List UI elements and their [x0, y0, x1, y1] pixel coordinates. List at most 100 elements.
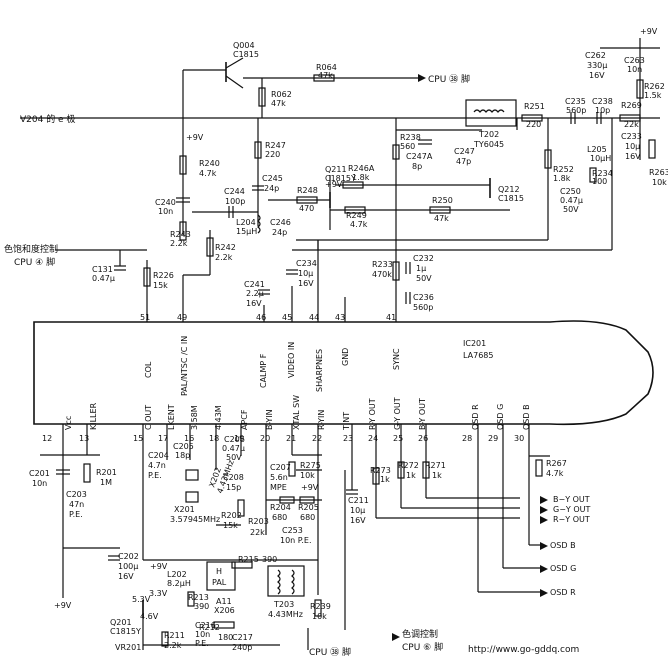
- c232-ref: C232: [413, 254, 434, 263]
- c232-volt: 50V: [416, 274, 432, 283]
- c240-ref: C240: [155, 198, 176, 207]
- pin24-name: R-Y OUT: [368, 398, 377, 430]
- r246a-ref: R246A: [348, 164, 375, 173]
- r204-val: 680: [272, 513, 287, 522]
- volt-33: 3.3V: [149, 589, 168, 598]
- c204-val: 4.7n: [148, 461, 166, 470]
- c208-val: 15p: [226, 483, 241, 492]
- c241-ref: C241: [244, 280, 265, 289]
- r212-val: 180: [218, 633, 233, 642]
- r212-ref: R212: [199, 623, 220, 632]
- r238-ref: R238: [400, 133, 421, 142]
- r203-ref: R203: [248, 517, 269, 526]
- pin25-name: G-Y OUT: [393, 397, 402, 430]
- r248-val: 470: [299, 204, 314, 213]
- pin12-name: Vcc: [64, 416, 73, 430]
- r252-val: 1.8k: [553, 174, 571, 183]
- r215-val: 390: [262, 555, 277, 564]
- c202-ref: C202: [118, 552, 139, 561]
- c211-ref: C211: [348, 496, 369, 505]
- pin13-num: 13: [79, 434, 89, 443]
- c131-val: 0.47μ: [92, 274, 115, 283]
- c245-val: 24p: [264, 184, 279, 193]
- pin21-name: XTAL SW: [292, 395, 301, 430]
- arrowheads: [392, 74, 548, 641]
- r240-ref: R240: [199, 159, 220, 168]
- pin21-num: 21: [286, 434, 296, 443]
- watermark-url: http://www.go-gddq.com: [468, 645, 579, 655]
- r251-val: 220: [526, 120, 541, 129]
- l202-val: 8.2μH: [167, 579, 191, 588]
- c216-val: 10n: [195, 630, 210, 639]
- r234-ref: R234: [592, 169, 613, 178]
- r250-val: 47k: [434, 214, 449, 223]
- r272-val: 1k: [406, 471, 416, 480]
- net-tint-1: 色调控制: [402, 628, 438, 640]
- c263-ref: C263: [624, 56, 645, 65]
- l205-ref: L205: [587, 145, 607, 154]
- pin28-num: 28: [462, 434, 472, 443]
- c202-val: 100μ: [118, 562, 138, 571]
- r262-ref: R262: [644, 82, 665, 91]
- c204-pe: P.E.: [148, 471, 162, 480]
- ic201-body: IC201 LA7685: [33, 320, 654, 426]
- q201-part: C1815Y: [110, 627, 141, 636]
- pin29-name: OSD G: [496, 404, 505, 430]
- c246-ref: C246: [270, 218, 291, 227]
- r233-ref: R233: [372, 260, 393, 269]
- r243-val: 2.2k: [170, 239, 188, 248]
- net-tint-2: CPU ⑥ 脚: [402, 642, 443, 653]
- volt-46: 4.6V: [140, 612, 159, 621]
- q201-transistor: Q201 C1815Y: [110, 600, 144, 636]
- pin15-num: 15: [133, 434, 143, 443]
- c206-ref: C206: [224, 435, 245, 444]
- pin13-name: KILLER: [89, 402, 98, 430]
- c247-ref: C247: [454, 147, 475, 156]
- top-pins: 51 49 46 45 44 43 41 COL PAL/NTSC /C IN …: [140, 118, 401, 396]
- r250-ref: R250: [432, 196, 453, 205]
- c202-volt: 16V: [118, 572, 134, 581]
- c246-val: 24p: [272, 228, 287, 237]
- l204-val: 15μH: [236, 227, 257, 236]
- bottom-pins: 12 13 15 17 16 18 19 20 21 22 23 24 25 2…: [42, 395, 531, 598]
- net-sat-2: CPU ④ 脚: [14, 257, 55, 268]
- r249-val: 4.7k: [350, 220, 368, 229]
- c233-ref: C233: [621, 132, 642, 141]
- r242-val: 2.2k: [215, 253, 233, 262]
- r202-ref: R202: [221, 511, 242, 520]
- c244-ref: C244: [224, 187, 245, 196]
- q211-part: C1815Y: [325, 174, 356, 183]
- r211-val: 2.2k: [164, 641, 182, 650]
- c233-volt: 16V: [625, 152, 641, 161]
- pin46-num: 46: [256, 313, 266, 322]
- net-cpu38-top: CPU ㊳ 脚: [428, 74, 470, 85]
- c216-ref: C216: [195, 621, 216, 630]
- r273-ref: R273: [370, 466, 391, 475]
- net-9v-1: +9V: [186, 133, 204, 142]
- c262-val: 330μ: [587, 61, 607, 70]
- c235-ref: C235: [565, 97, 586, 106]
- r239-val: 10k: [312, 612, 327, 621]
- c201-val: 10n: [32, 479, 47, 488]
- r062-ref: R062: [271, 90, 292, 99]
- pin46-name: CALMP F: [259, 353, 268, 388]
- pin25-num: 25: [393, 434, 403, 443]
- pin22-name: R-YIN: [317, 410, 326, 430]
- c263-val: 10n: [627, 65, 642, 74]
- c234-ref: C234: [296, 259, 317, 268]
- net-osdb: OSD B: [550, 541, 576, 550]
- r201-ref: R201: [96, 468, 117, 477]
- pin18-num: 18: [209, 434, 219, 443]
- c208-ref: C208: [223, 473, 244, 482]
- r242-ref: R242: [215, 243, 236, 252]
- c217-val: 240p: [232, 643, 252, 652]
- c232-val: 1μ: [416, 264, 426, 273]
- t202-val: TY6045: [473, 140, 504, 149]
- r249-ref: R249: [346, 211, 367, 220]
- bottom-wiring: [40, 454, 550, 650]
- c250-volt: 50V: [563, 205, 579, 214]
- r215-ref: R215: [238, 555, 259, 564]
- r267-ref: R267: [546, 459, 567, 468]
- pin16-name: 3.58M: [190, 405, 199, 430]
- q004-transistor: Q004 C1815: [225, 41, 259, 89]
